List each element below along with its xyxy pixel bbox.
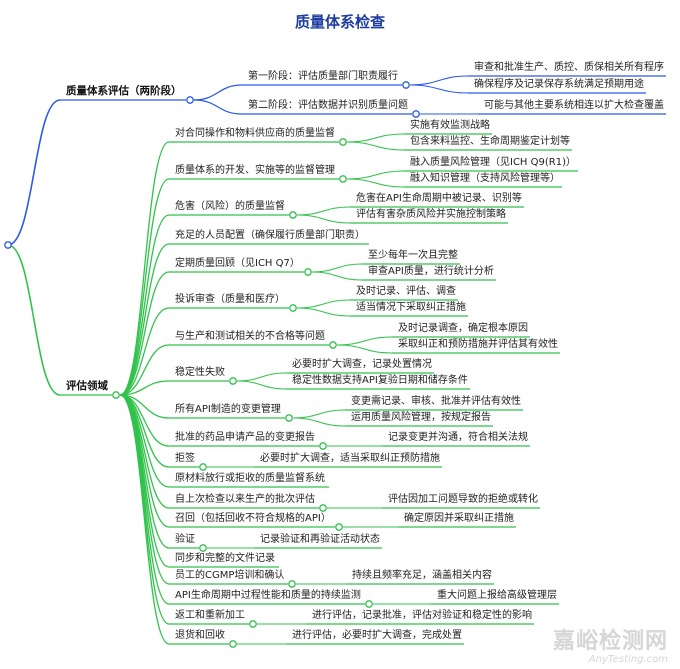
subtopic-label: 确定原因并采取纠正措施 — [404, 513, 514, 524]
topic-toggle-dot[interactable] — [229, 640, 237, 648]
subtopic-label: 持续且频率充足，涵盖相关内容 — [352, 570, 492, 581]
branch-toggle-dot[interactable] — [186, 96, 194, 104]
subtopic-label: 必要时扩大调查，适当采取纠正预防措施 — [260, 453, 440, 464]
topic-toggle-dot[interactable] — [319, 504, 327, 512]
topic-toggle-dot[interactable] — [402, 81, 410, 89]
subtopic-label: 可能与其他主要系统相连以扩大检查覆盖 — [484, 100, 664, 111]
topic-label: 员工的CGMP培训和确认 — [175, 570, 285, 581]
watermark-en: AnyTesting.com — [588, 654, 668, 665]
topic-label: 第二阶段：评估数据并识别质量问题 — [248, 100, 408, 111]
topic-label: 批准的药品申请产品的变更报告 — [175, 432, 315, 443]
subtopic-label: 融入质量风险管理（见ICH Q9(R1)） — [410, 157, 576, 168]
subtopic-label: 运用质量风险管理，按规定报告 — [351, 412, 491, 423]
topic-toggle-dot[interactable] — [249, 620, 257, 628]
subtopic-label: 采取纠正和预防措施并评估其有效性 — [398, 339, 558, 350]
topic-toggle-dot[interactable] — [339, 138, 347, 146]
subtopic-label: 审查和批准生产、质控、质保相关所有程序 — [474, 62, 664, 73]
topic-label: 第一阶段：评估质量部门职责履行 — [248, 71, 398, 82]
subtopic-label: 变更需记录、审核、批准并评估有效性 — [351, 396, 521, 407]
topic-toggle-dot[interactable] — [319, 442, 327, 450]
branch-label: 评估领域 — [66, 380, 108, 392]
topic-toggle-dot[interactable] — [335, 523, 343, 531]
subtopic-label: 包含来料监控、生命周期鉴定计划等 — [410, 136, 570, 147]
topic-label: 返工和重新加工 — [175, 610, 245, 621]
subtopic-label: 评估有害杂质风险并实施控制策略 — [356, 209, 506, 220]
topic-toggle-dot[interactable] — [285, 414, 293, 422]
topic-label: 退货和回收 — [175, 630, 225, 641]
subtopic-label: 融入知识管理（支持风险管理等） — [410, 173, 560, 184]
topic-label: 原材料放行或拒收的质量监督系统 — [175, 473, 325, 484]
topic-label: 稳定性失败 — [175, 367, 225, 378]
topic-toggle-dot[interactable] — [289, 304, 297, 312]
subtopic-label: 审查API质量，进行统计分析 — [368, 266, 494, 277]
subtopic-label: 进行评估，记录批准，评估对验证和稳定性的影响 — [312, 610, 532, 621]
subtopic-label: 实施有效监测战略 — [410, 120, 490, 131]
subtopic-label: 适当情况下采取纠正措施 — [356, 302, 466, 313]
topic-label: 定期质量回顾（见ICH Q7） — [175, 258, 300, 269]
topic-label: 自上次检查以来生产的批次评估 — [175, 494, 315, 505]
topic-toggle-dot[interactable] — [304, 268, 312, 276]
topic-label: 同步和完整的文件记录 — [175, 553, 275, 564]
subtopic-label: 必要时扩大调查，记录处置情况 — [292, 359, 432, 370]
subtopic-label: 进行评估，必要时扩大调查，完成处置 — [292, 630, 462, 641]
topic-label: API生命周期中过程性能和质量的持续监测 — [175, 590, 361, 601]
subtopic-label: 确保程序及记录保存系统满足预期用途 — [474, 79, 644, 90]
topic-label: 与生产和测试相关的不合格等问题 — [175, 331, 325, 342]
topic-toggle-dot[interactable] — [339, 175, 347, 183]
topic-label: 危害（风险）的质量监督 — [175, 201, 285, 212]
topic-toggle-dot[interactable] — [289, 211, 297, 219]
topic-toggle-dot[interactable] — [199, 544, 207, 552]
branch-label: 质量体系评估（两阶段） — [66, 85, 182, 97]
topic-label: 充足的人员配置（确保履行质量部门职责） — [175, 230, 365, 241]
page-title: 质量体系检查 — [294, 13, 385, 31]
topic-label: 质量体系的开发、实施等的监督管理 — [175, 165, 335, 176]
topic-toggle-dot[interactable] — [229, 377, 237, 385]
subtopic-label: 评估因加工问题导致的拒绝或转化 — [388, 494, 538, 505]
topic-toggle-dot[interactable] — [199, 463, 207, 471]
subtopic-label: 及时记录调查，确定根本原因 — [398, 323, 528, 334]
subtopic-label: 危害在API生命周期中被记录、识别等 — [356, 193, 522, 204]
subtopic-label: 重大问题上报给高级管理层 — [437, 590, 557, 601]
watermark: 嘉峪检测网 AnyTesting.com — [552, 629, 668, 666]
subtopic-label: 至少每年一次且完整 — [368, 250, 458, 261]
subtopic-label: 及时记录、评估、调查 — [356, 286, 456, 297]
topic-toggle-dot[interactable] — [412, 110, 420, 118]
topic-label: 投诉审查（质量和医疗） — [175, 294, 285, 305]
watermark-cn: 嘉峪检测网 — [552, 629, 668, 654]
topic-toggle-dot[interactable] — [365, 600, 373, 608]
subtopic-label: 稳定性数据支持API复验日期和储存条件 — [292, 375, 468, 386]
root-node-dot[interactable] — [4, 241, 12, 249]
topic-label: 对合同操作和物料供应商的质量监督 — [175, 128, 335, 139]
topic-label: 所有API制造的变更管理 — [175, 404, 281, 415]
subtopic-label: 记录变更并沟通，符合相关法规 — [388, 432, 528, 443]
subtopic-label: 记录验证和再验证活动状态 — [260, 534, 380, 545]
topic-label: 拒签 — [175, 453, 195, 464]
topic-toggle-dot[interactable] — [288, 580, 296, 588]
topic-label: 验证 — [175, 534, 195, 545]
branch-toggle-dot[interactable] — [112, 391, 120, 399]
topic-toggle-dot[interactable] — [329, 341, 337, 349]
topic-label: 召回（包括回收不符合规格的API） — [175, 513, 331, 524]
